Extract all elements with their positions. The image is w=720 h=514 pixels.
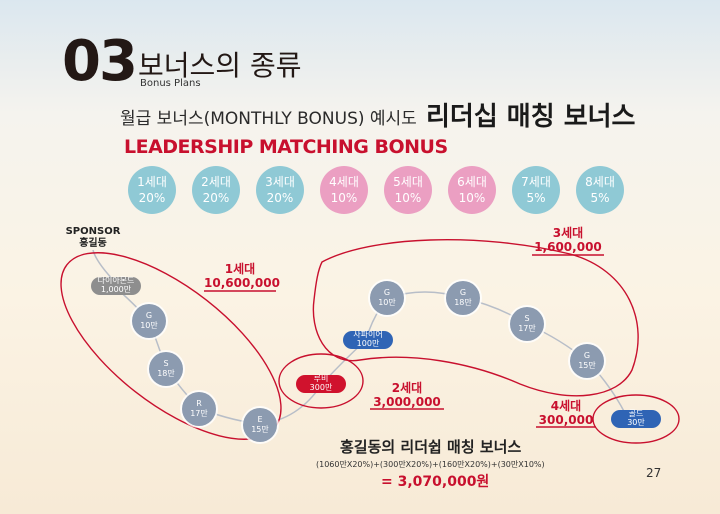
group-outline-gen4 [592, 394, 680, 444]
group-outline-gen3 [312, 239, 639, 397]
summary-title: 홍길동의 리더쉽 매칭 보너스 [340, 438, 522, 456]
sponsor-label: SPONSOR 홍길동 [65, 226, 121, 249]
page-number: 27 [646, 466, 662, 480]
headline-prefix: 월급 보너스(MONTHLY BONUS) 예시도 [120, 109, 417, 129]
section-title: 보너스의 종류 [138, 49, 302, 82]
group-outlines [60, 239, 680, 444]
summary-formula: (1060만X20%)+(300만X20%)+(160만X20%)+(30만X1… [316, 460, 545, 469]
headline-english: LEADERSHIP MATCHING BONUS [124, 136, 448, 158]
label-underlines [204, 254, 604, 428]
section-number: 03 [62, 29, 138, 94]
group-outline-gen2 [278, 353, 364, 409]
summary-total: = 3,070,000원 [381, 474, 490, 490]
headline-emphasis: 리더십 매칭 보너스 [426, 102, 636, 132]
section-subtitle: Bonus Plans [140, 78, 201, 89]
